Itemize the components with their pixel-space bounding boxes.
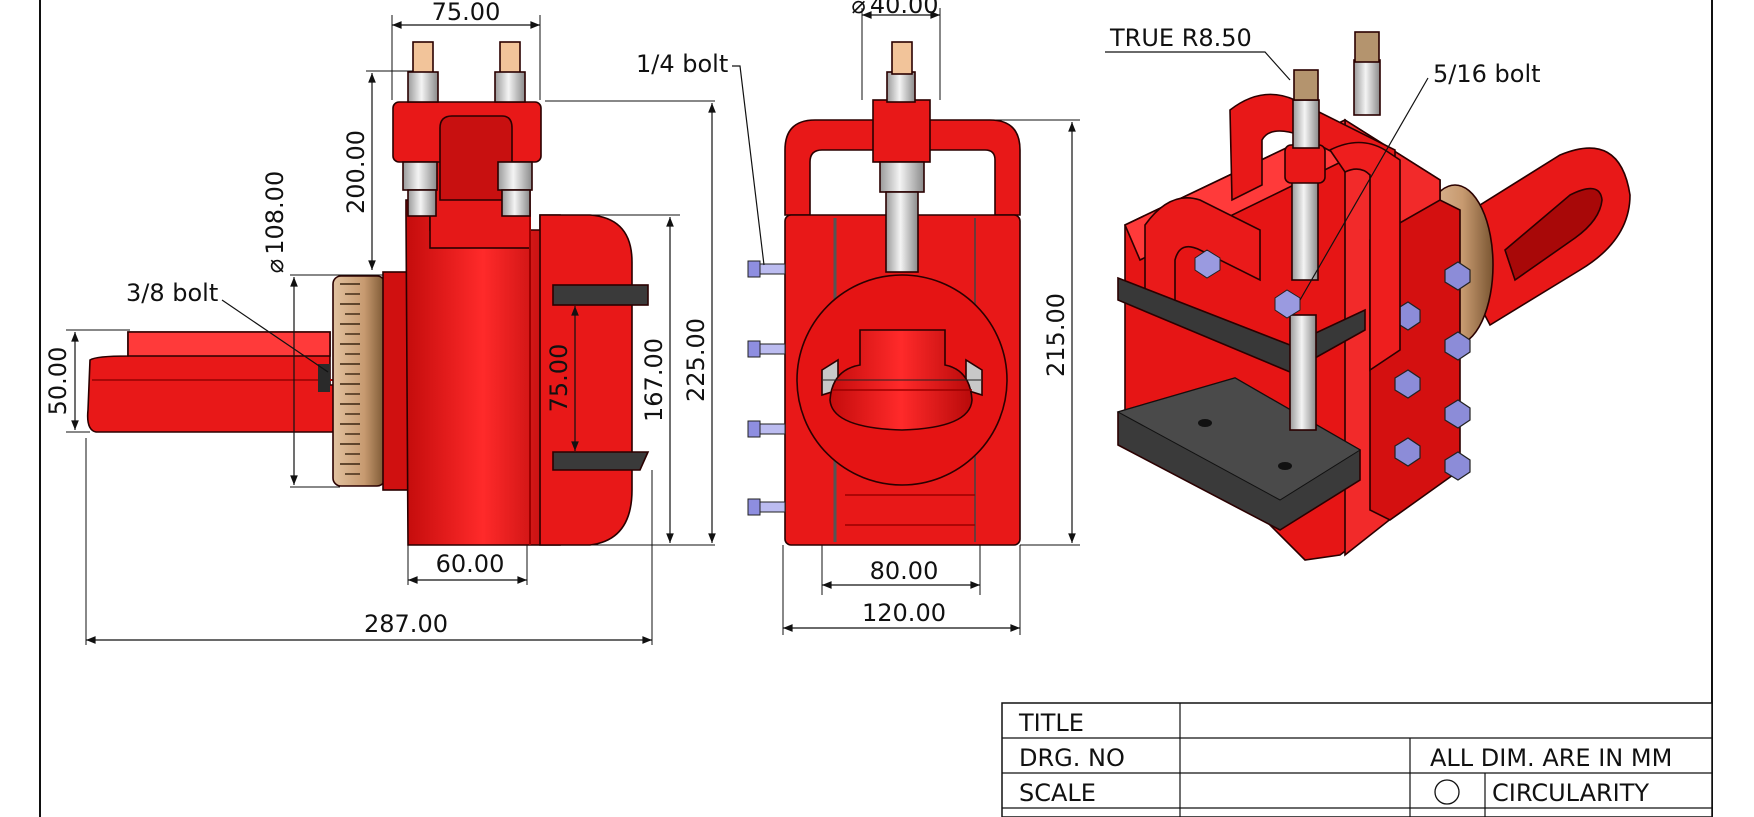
front-view: 75.00 200.00 ⌀108.00 50.00 75.00 167.00 …: [44, 0, 716, 645]
diameter-symbol: ⌀: [851, 0, 865, 19]
hex-bolt: [747, 420, 786, 438]
dim-side-circle-width: 80.00: [870, 557, 939, 585]
side-dim-texts: ⌀ 40.00 215.00 80.00 120.00 1/4 bolt: [636, 0, 1070, 627]
scale-label: SCALE: [1019, 779, 1096, 807]
side-view: ⌀ 40.00 215.00 80.00 120.00 1/4 bolt: [636, 0, 1080, 635]
svg-text:⌀40.00: ⌀ 40.00: [851, 0, 938, 19]
dim-side-overall-height: 215.00: [1042, 293, 1070, 377]
dim-front-top-width: 75.00: [432, 0, 501, 26]
svg-text:⌀108.00: ⌀ 108.00: [261, 171, 289, 273]
title-label: TITLE: [1018, 709, 1084, 737]
dim-front-arm-height: 50.00: [44, 347, 72, 416]
diameter-symbol: ⌀: [261, 259, 289, 273]
front-dial: [332, 275, 386, 487]
front-dim-texts: 75.00 200.00 ⌀108.00 50.00 75.00 167.00 …: [44, 0, 710, 638]
circularity-symbol-icon: [1434, 779, 1460, 805]
front-studs: [402, 41, 533, 217]
callout-3-8-bolt: 3/8 bolt: [126, 279, 218, 307]
units-note: ALL DIM. ARE IN MM: [1430, 744, 1672, 772]
dim-side-overall-width: 120.00: [862, 599, 946, 627]
side-body: [784, 41, 1021, 546]
hex-bolt: [747, 340, 786, 358]
side-dim-lines: [732, 11, 1076, 632]
dim-front-overall-length: 287.00: [364, 610, 448, 638]
dim-front-jaw-gap: 75.00: [545, 344, 573, 413]
isometric-view: TRUE R8.50 5/16 bolt: [1105, 24, 1631, 561]
sheet-border: [39, 0, 1713, 817]
dim-front-body-width: 60.00: [436, 550, 505, 578]
dim-front-total-height: 200.00: [342, 130, 370, 214]
front-arm: [86, 331, 341, 433]
callout-1-4-bolt: 1/4 bolt: [636, 50, 728, 78]
dim-front-dial-diameter: 108.00: [261, 171, 289, 255]
front-dim-lines: [71, 21, 716, 644]
callout-5-16-bolt: 5/16 bolt: [1433, 60, 1541, 88]
title-block: TITLE DRG. NO ALL DIM. ARE IN MM SCALE C…: [1001, 702, 1713, 817]
circularity-label: CIRCULARITY: [1492, 779, 1649, 807]
dim-side-stud-diameter: 40.00: [870, 0, 939, 19]
callout-true-radius: TRUE R8.50: [1109, 24, 1252, 52]
side-bolts: [747, 260, 786, 516]
dim-front-overall-height: 225.00: [682, 318, 710, 402]
drg-no-label: DRG. NO: [1019, 744, 1125, 772]
hex-bolt: [747, 260, 786, 278]
dim-front-body-height: 167.00: [640, 338, 668, 422]
hex-bolt: [747, 498, 786, 516]
